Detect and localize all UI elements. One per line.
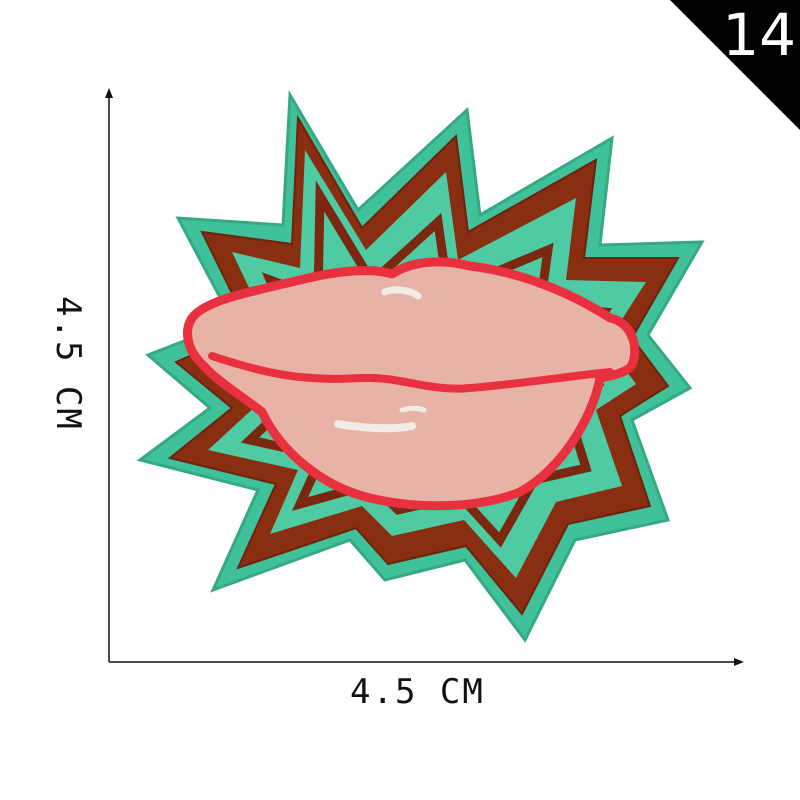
lips-embroidery — [183, 257, 640, 511]
height-dimension-label: 4.5 CM — [48, 296, 88, 431]
horizontal-axis-arrow-icon — [734, 658, 744, 666]
lower-lip-highlight — [334, 420, 416, 433]
badge-number: 14 — [722, 1, 796, 69]
upper-lip-highlight — [381, 286, 422, 300]
vertical-axis-arrow-icon — [105, 88, 113, 98]
width-dimension-label: 4.5 CM — [350, 672, 485, 712]
measurement-axes — [105, 88, 744, 666]
lips-center-line — [208, 352, 614, 393]
corner-badge — [670, 0, 800, 130]
lower-lip-highlight-small — [399, 406, 427, 413]
